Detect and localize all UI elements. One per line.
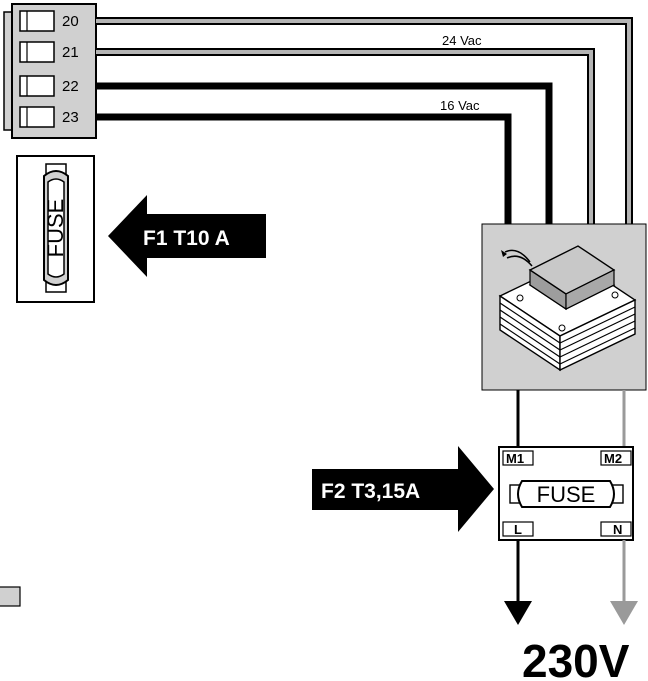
voltage-label-24vac: 24 Vac [442,33,482,48]
transformer-icon [498,245,637,372]
arrow-icon [312,446,494,532]
voltage-label-16vac: 16 Vac [440,98,480,113]
fuse-f1[interactable]: FUSE [43,163,69,293]
terminal-22[interactable]: 22 [19,75,79,97]
terminal-m2-label: M2 [604,451,622,466]
terminal-23[interactable]: 23 [19,106,79,128]
fuse-f1-rating: F1 T10 A [143,227,230,250]
terminal-20[interactable]: 20 [19,10,79,32]
terminal-m1-label: M1 [506,451,524,466]
fuse-f1-arrow: F1 T10 A [108,195,266,277]
wire-21 [96,48,595,226]
fuse-f2-arrow: F2 T3,15A [312,446,494,532]
terminal-block: 20 21 22 23 [3,3,97,139]
fuse-f2-block: M1 M2 L N FUSE [498,446,634,541]
transformer-box [481,223,647,391]
fuse-f2[interactable]: FUSE [509,480,624,508]
terminal-label: 20 [62,13,79,30]
fuse-f2-rating: F2 T3,15A [321,480,420,503]
mains-l-arrow-icon [504,601,532,625]
mains-n-arrow-icon [610,601,638,625]
terminal-n-label: N [613,522,622,537]
terminal-label: 21 [62,44,79,61]
arrow-icon [108,195,266,277]
wires-secondary [96,17,633,226]
fuse-f2-label: FUSE [537,482,596,507]
terminal-l-label: L [514,522,522,537]
gray-marker [0,586,21,607]
wire-23 [96,113,512,226]
fuse-f1-panel: FUSE [16,155,95,303]
terminal-21[interactable]: 21 [19,41,79,63]
mains-voltage-label: 230V [522,635,630,681]
fuse-f1-label: FUSE [43,199,68,258]
terminal-label: 23 [62,109,79,126]
wire-22 [96,82,553,226]
terminal-label: 22 [62,78,79,95]
